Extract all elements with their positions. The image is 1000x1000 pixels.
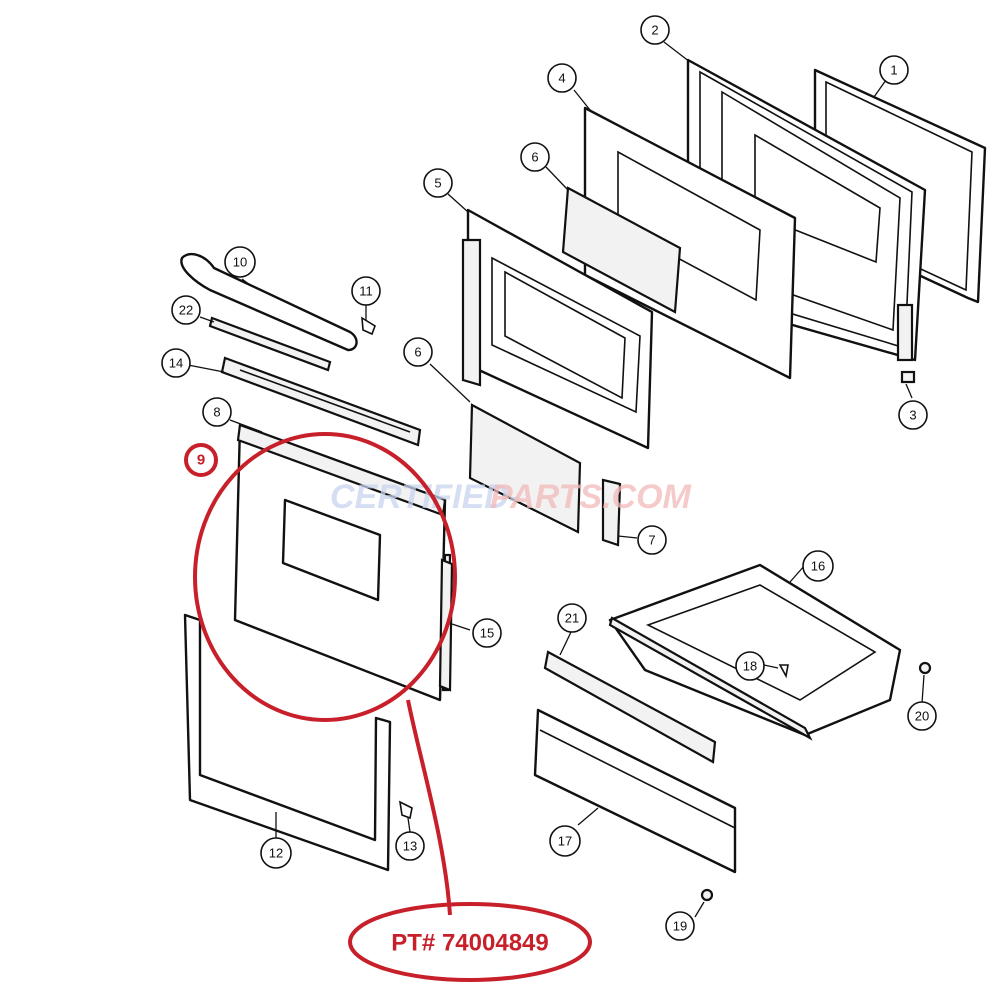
part-6-glass-lower: [468, 403, 582, 534]
callout-16: 16: [802, 550, 834, 582]
part-13-screw: [398, 800, 413, 820]
callout-1: 1: [879, 55, 909, 85]
highlight-ring: [193, 432, 457, 722]
callout-label: 1: [890, 63, 897, 78]
callout-8: 8: [202, 397, 232, 427]
callout-label: 5: [434, 176, 441, 191]
highlight-part-9: 9 PT# 74004849: [184, 432, 592, 982]
part-3-clip: [900, 370, 916, 384]
callout-13: 13: [395, 831, 425, 861]
callout-22: 22: [171, 295, 201, 325]
callout-15: 15: [472, 618, 502, 648]
part-12-lower-frame: [183, 613, 392, 872]
part-10-handle: [180, 253, 358, 352]
part-16-drawer: [608, 563, 902, 741]
part-number-text: PT# 74004849: [391, 930, 548, 957]
callout-18: 18: [735, 651, 765, 681]
callout-label: 8: [213, 405, 220, 420]
callout-label: 22: [179, 303, 193, 318]
callout-label: 6: [531, 150, 538, 165]
callout-4: 4: [547, 63, 577, 93]
callout-12: 12: [260, 837, 292, 869]
callout-label: 15: [480, 626, 494, 641]
callout-14: 14: [161, 348, 191, 378]
callout-label: 4: [558, 71, 565, 86]
callout-label: 2: [651, 23, 658, 38]
part-5-door-frame-inner: [461, 208, 654, 450]
part-19-screw: [700, 888, 714, 902]
callout-label: 10: [233, 255, 247, 270]
watermark-text-2: PARTS.COM: [490, 478, 692, 516]
callout-17: 17: [549, 825, 581, 857]
callout-6-lower: 6: [403, 337, 433, 367]
part-17-drawer-front: [533, 708, 737, 874]
callout-21: 21: [557, 603, 587, 633]
highlight-label-circle: [184, 443, 218, 477]
part-7-hinge: [601, 478, 622, 547]
part-14-control-trim: [220, 356, 422, 447]
callout-19: 19: [665, 911, 695, 941]
callout-label: 20: [915, 709, 929, 724]
callout-label: 12: [269, 846, 283, 861]
callout-label: 11: [359, 284, 373, 299]
callout-label: 19: [673, 919, 687, 934]
callout-label: 14: [169, 356, 183, 371]
part-20-foot: [918, 661, 932, 675]
part-8-9-door-outer-panel: [233, 423, 452, 702]
callout-label: 21: [565, 611, 579, 626]
callout-6-upper: 6: [520, 142, 550, 172]
callout-label: 7: [648, 533, 655, 548]
highlight-leader: [406, 699, 452, 916]
part-11-screw: [361, 316, 376, 336]
callout-10: 10: [224, 246, 256, 278]
part-18-screw: [778, 664, 789, 679]
callout-label: 16: [811, 559, 825, 574]
callout-2: 2: [640, 15, 670, 45]
callout-3: 3: [898, 400, 928, 430]
callout-label: 6: [414, 345, 421, 360]
leader-lines: [187, 41, 925, 918]
callout-5: 5: [423, 168, 453, 198]
callout-label: 13: [403, 839, 417, 854]
callout-label: 17: [558, 834, 572, 849]
callout-label: 18: [743, 659, 757, 674]
part-number-oval: [348, 902, 592, 982]
part-22-handle-trim: [208, 316, 332, 372]
callout-7: 7: [637, 525, 667, 555]
callout-label: 3: [909, 408, 916, 423]
highlight-label: 9: [197, 452, 205, 469]
callout-20: 20: [907, 701, 937, 731]
part-6-glass-upper: [561, 186, 682, 314]
callout-11: 11: [351, 276, 381, 306]
part-21-drawer-rail: [543, 650, 717, 764]
